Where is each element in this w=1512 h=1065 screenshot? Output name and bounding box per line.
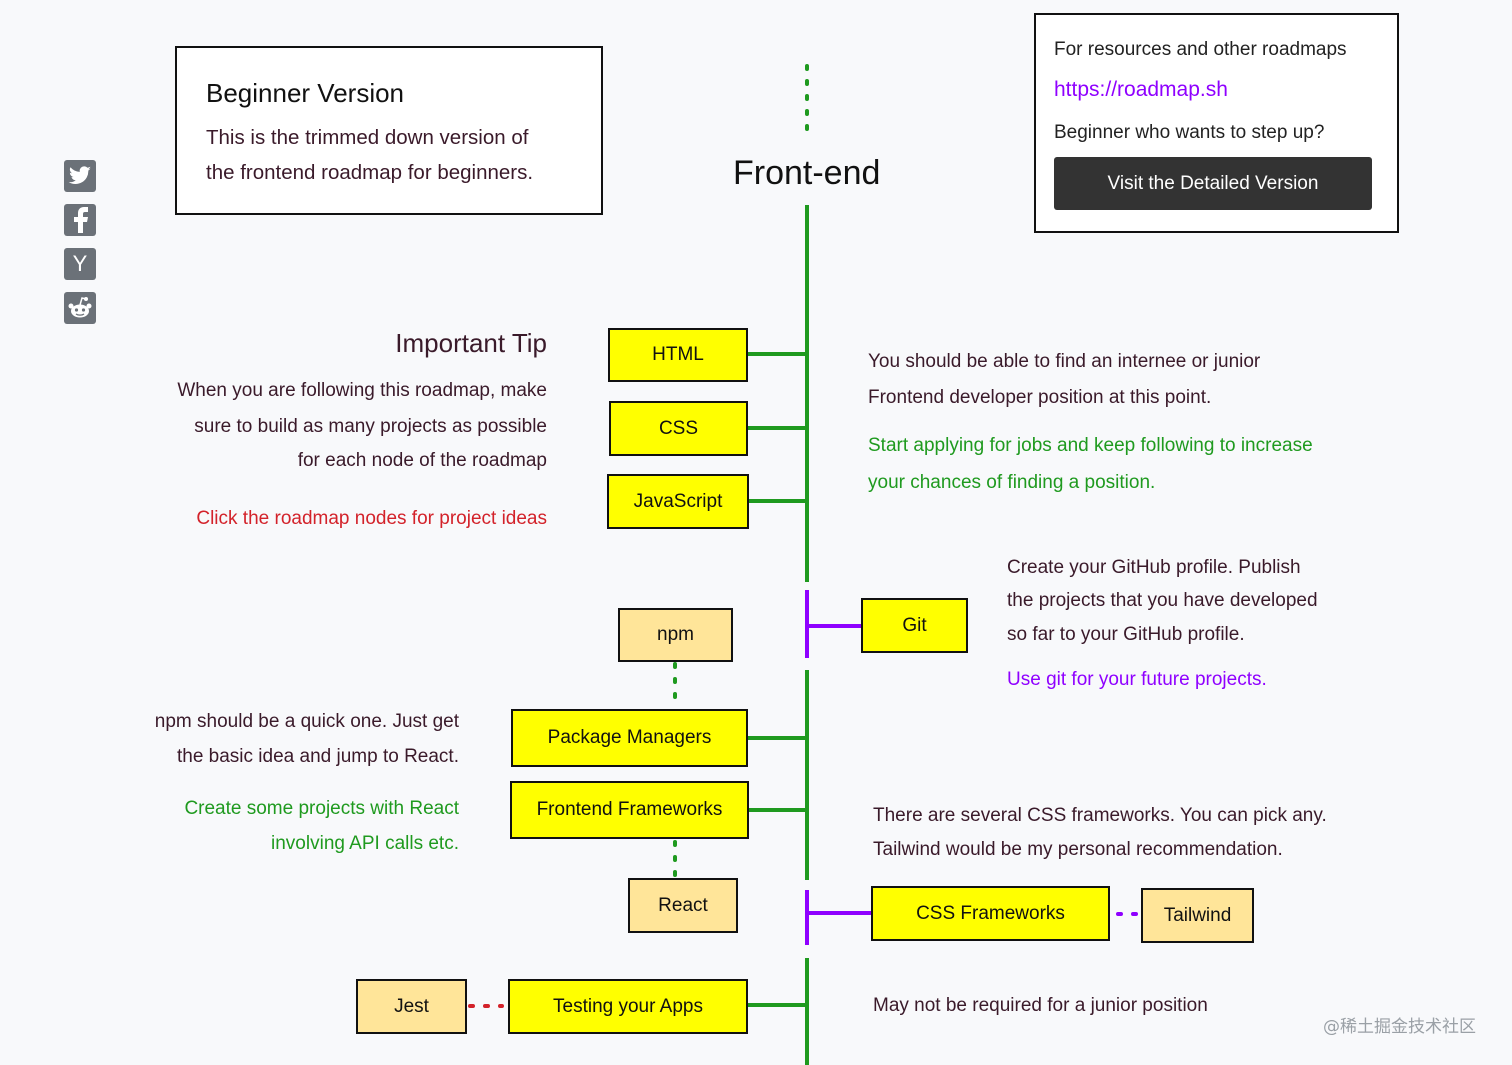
- hackernews-glyph: Y: [72, 251, 88, 276]
- tip-cta: Click the roadmap nodes for project idea…: [196, 508, 547, 529]
- beginner-heading: Beginner Version: [206, 78, 405, 108]
- facebook-icon[interactable]: [64, 204, 96, 236]
- node-css[interactable]: CSS: [609, 401, 748, 456]
- node-frontend-frameworks[interactable]: Frontend Frameworks: [510, 781, 749, 839]
- tip-line-3: for each node of the roadmap: [297, 450, 547, 471]
- hackernews-icon[interactable]: Y: [64, 248, 96, 280]
- node-jest[interactable]: Jest: [356, 979, 467, 1034]
- github-note-3: so far to your GitHub profile.: [1007, 624, 1245, 645]
- react-note-2: involving API calls etc.: [271, 833, 459, 854]
- node-testing-your-apps[interactable]: Testing your Apps: [508, 979, 748, 1034]
- reddit-icon[interactable]: [64, 292, 96, 324]
- testing-note: May not be required for a junior positio…: [873, 995, 1208, 1016]
- node-npm[interactable]: npm: [618, 608, 733, 662]
- node-git[interactable]: Git: [861, 598, 968, 653]
- node-package-managers[interactable]: Package Managers: [511, 709, 748, 767]
- node-tailwind[interactable]: Tailwind: [1141, 888, 1254, 943]
- apply-note-2: your chances of finding a position.: [868, 472, 1156, 493]
- apply-note-1: Start applying for jobs and keep followi…: [868, 435, 1313, 456]
- roadmap-title: Front-end: [733, 154, 881, 192]
- cssfw-note-2: Tailwind would be my personal recommenda…: [873, 839, 1283, 860]
- cssfw-note-1: There are several CSS frameworks. You ca…: [873, 805, 1327, 826]
- git-use-note: Use git for your future projects.: [1007, 669, 1267, 690]
- watermark: @稀土掘金技术社区: [1323, 1017, 1476, 1037]
- visit-detailed-version-button[interactable]: Visit the Detailed Version: [1054, 157, 1372, 210]
- resources-box: For resources and other roadmaps https:/…: [1034, 13, 1399, 233]
- github-note-1: Create your GitHub profile. Publish: [1007, 557, 1301, 578]
- node-javascript[interactable]: JavaScript: [607, 474, 749, 529]
- resources-intro: For resources and other roadmaps: [1054, 39, 1347, 60]
- npm-note-2: the basic idea and jump to React.: [176, 746, 459, 767]
- tip-heading: Important Tip: [395, 328, 547, 358]
- node-html[interactable]: HTML: [608, 328, 748, 382]
- npm-note-1: npm should be a quick one. Just get: [154, 711, 459, 732]
- tip-line-2: sure to build as many projects as possib…: [194, 416, 547, 437]
- beginner-line-2: the frontend roadmap for beginners.: [206, 161, 534, 184]
- tip-line-1: When you are following this roadmap, mak…: [177, 380, 547, 401]
- beginner-line-1: This is the trimmed down version of: [206, 126, 529, 149]
- step-up-question: Beginner who wants to step up?: [1054, 122, 1325, 143]
- internship-note-2: Frontend developer position at this poin…: [868, 387, 1212, 408]
- react-note-1: Create some projects with React: [184, 798, 459, 819]
- beginner-version-box: Beginner Version This is the trimmed dow…: [175, 46, 603, 215]
- twitter-icon[interactable]: [64, 160, 96, 192]
- roadmap-link[interactable]: https://roadmap.sh: [1054, 78, 1228, 101]
- internship-note-1: You should be able to find an internee o…: [868, 351, 1261, 372]
- node-react[interactable]: React: [628, 878, 738, 933]
- node-css-frameworks[interactable]: CSS Frameworks: [871, 886, 1110, 941]
- github-note-2: the projects that you have developed: [1007, 590, 1318, 611]
